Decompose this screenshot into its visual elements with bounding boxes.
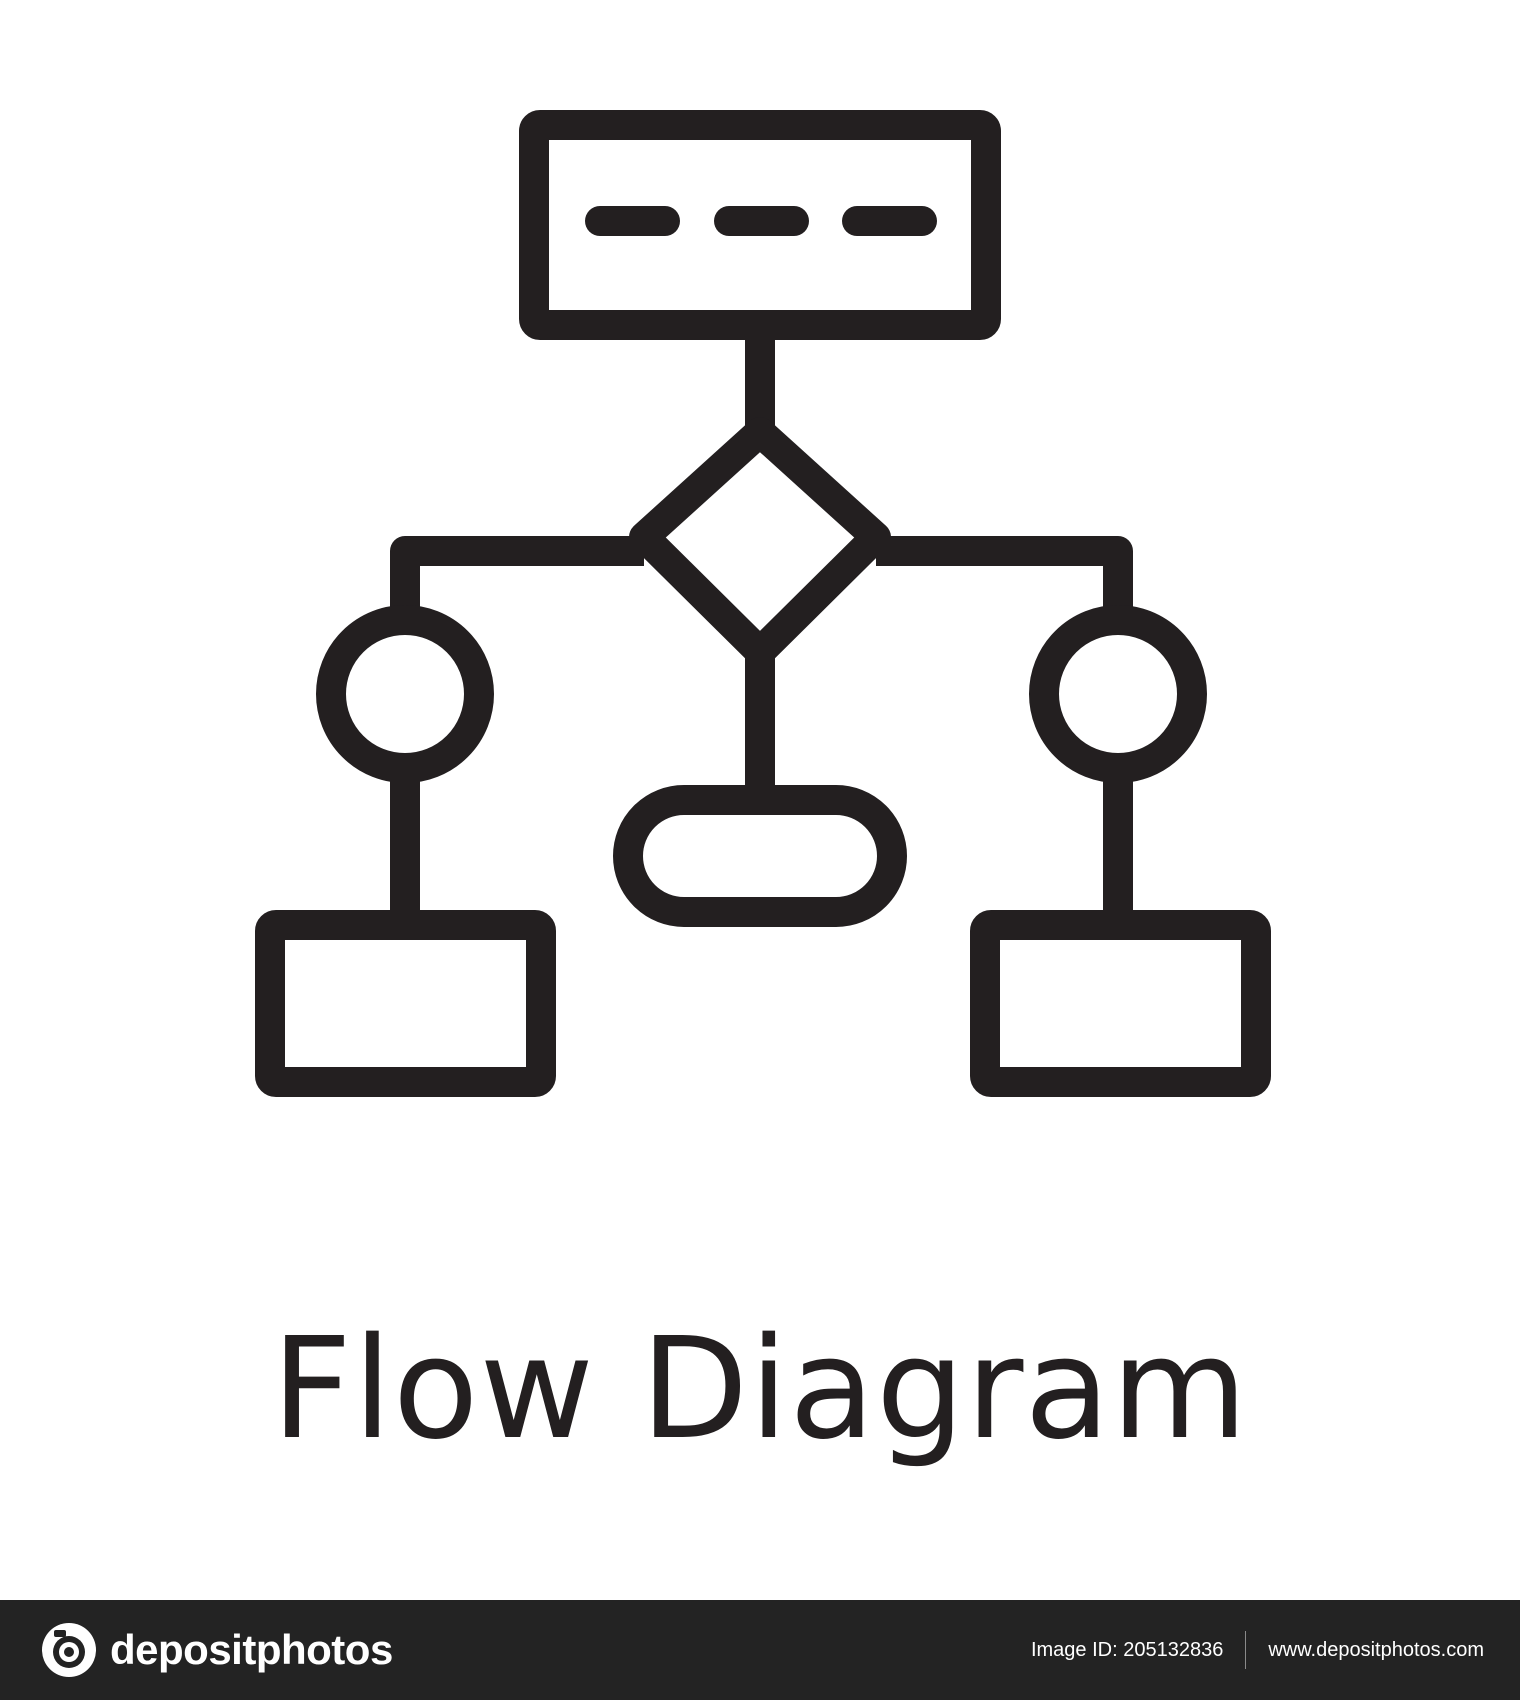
watermark-footer: depositphotos Image ID: 205132836 www.de… bbox=[0, 1600, 1520, 1700]
left-output-box bbox=[255, 910, 556, 1097]
icon-caption: Flow Diagram bbox=[271, 1308, 1249, 1471]
connector-left-branch bbox=[390, 536, 644, 620]
brand: depositphotos bbox=[40, 1621, 393, 1679]
image-id: Image ID: 205132836 bbox=[1030, 1638, 1224, 1661]
footer-divider bbox=[1245, 1631, 1247, 1669]
image-meta: Image ID: 205132836 www.depositphotos.co… bbox=[1031, 1631, 1484, 1669]
decision-diamond bbox=[629, 417, 891, 667]
right-circle-node bbox=[1029, 605, 1207, 783]
right-output-box bbox=[970, 910, 1271, 1097]
connector-right-branch bbox=[876, 536, 1133, 620]
flow-diagram-icon bbox=[255, 110, 1271, 1097]
site-url: www.depositphotos.com bbox=[1268, 1638, 1484, 1661]
left-circle-node bbox=[316, 605, 494, 783]
brand-name: depositphotos bbox=[110, 1626, 393, 1673]
terminator-pill bbox=[613, 785, 907, 927]
camera-logo-icon bbox=[42, 1623, 96, 1677]
